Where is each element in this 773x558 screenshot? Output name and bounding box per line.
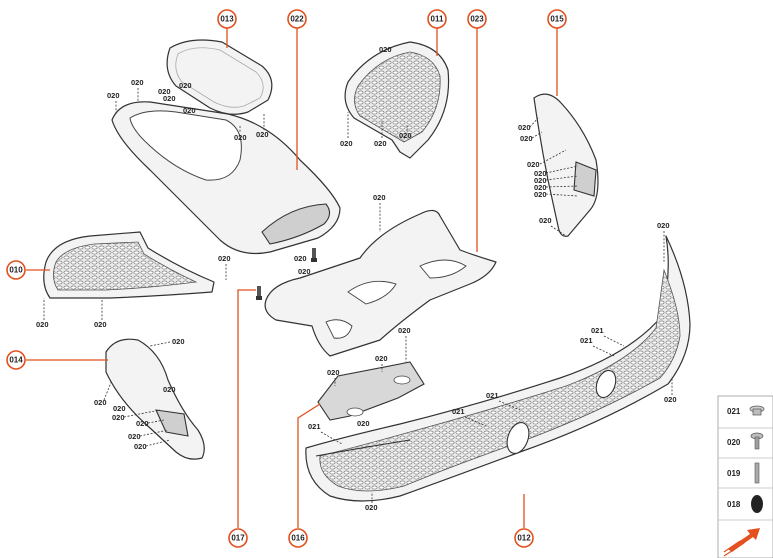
foam-pad-icon bbox=[751, 495, 763, 513]
label-020: 020 bbox=[94, 398, 107, 407]
callout-015: 015 bbox=[547, 9, 567, 29]
label-020: 020 bbox=[398, 326, 411, 335]
label-021: 021 bbox=[580, 336, 593, 345]
label-020: 020 bbox=[107, 91, 120, 100]
part-012-front-bumper bbox=[305, 235, 691, 502]
svg-text:013: 013 bbox=[220, 15, 234, 24]
label-020: 020 bbox=[365, 503, 378, 512]
label-020: 020 bbox=[374, 139, 387, 148]
svg-text:012: 012 bbox=[517, 534, 531, 543]
label-020: 020 bbox=[518, 123, 531, 132]
callout-023: 023 bbox=[467, 9, 487, 29]
part-023-under-tray bbox=[264, 209, 497, 357]
parts-legend: 021 020 019 018 bbox=[717, 395, 773, 558]
callout-016: 016 bbox=[288, 528, 308, 548]
label-021: 021 bbox=[452, 407, 465, 416]
label-020: 020 bbox=[179, 81, 192, 90]
label-021: 021 bbox=[591, 326, 604, 335]
svg-text:015: 015 bbox=[550, 15, 564, 24]
part-013-cover-panel bbox=[166, 39, 273, 115]
label-020: 020 bbox=[294, 254, 307, 263]
part-015-side-duct bbox=[533, 93, 599, 237]
callout-022: 022 bbox=[287, 9, 307, 29]
legend-item-021: 021 bbox=[727, 405, 765, 416]
svg-text:011: 011 bbox=[431, 15, 444, 24]
forward-direction-arrow-icon bbox=[723, 528, 760, 557]
label-020: 020 bbox=[158, 87, 171, 96]
legend-item-020: 020 bbox=[727, 432, 764, 450]
label-020: 020 bbox=[664, 395, 677, 404]
label-020: 020 bbox=[539, 216, 552, 225]
fastener-labels: 020 020 020 020 020 020 020 020 020 020 … bbox=[36, 45, 677, 512]
label-020: 020 bbox=[134, 442, 147, 451]
svg-text:010: 010 bbox=[9, 266, 23, 275]
callout-011: 011 bbox=[427, 9, 447, 29]
legend-item-019: 019 bbox=[727, 462, 760, 484]
label-020: 020 bbox=[234, 133, 247, 142]
svg-text:020: 020 bbox=[727, 438, 741, 447]
label-020: 020 bbox=[256, 130, 269, 139]
fastener-group bbox=[256, 248, 317, 300]
svg-text:016: 016 bbox=[291, 534, 305, 543]
label-020: 020 bbox=[163, 94, 176, 103]
callout-leaders bbox=[26, 28, 558, 528]
svg-text:023: 023 bbox=[470, 15, 484, 24]
label-020: 020 bbox=[136, 419, 149, 428]
label-020: 020 bbox=[172, 337, 185, 346]
screw-icon bbox=[750, 432, 764, 450]
callout-014: 014 bbox=[6, 350, 26, 370]
svg-text:017: 017 bbox=[231, 534, 245, 543]
label-020: 020 bbox=[399, 131, 412, 140]
label-020: 020 bbox=[218, 254, 231, 263]
part-010-left-grille bbox=[43, 231, 215, 299]
svg-text:022: 022 bbox=[290, 15, 304, 24]
callout-012: 012 bbox=[514, 528, 534, 548]
label-020: 020 bbox=[131, 78, 144, 87]
label-021: 021 bbox=[308, 422, 321, 431]
label-020: 020 bbox=[340, 139, 353, 148]
label-020: 020 bbox=[36, 320, 49, 329]
label-020: 020 bbox=[183, 106, 196, 115]
callout-013: 013 bbox=[217, 9, 237, 29]
label-020: 020 bbox=[534, 183, 547, 192]
part-014-left-side-duct bbox=[105, 338, 205, 460]
svg-text:019: 019 bbox=[727, 469, 741, 478]
label-020: 020 bbox=[373, 193, 386, 202]
part-022-hood-scoop bbox=[111, 101, 341, 255]
label-020: 020 bbox=[298, 267, 311, 276]
label-021: 021 bbox=[486, 391, 499, 400]
label-020: 020 bbox=[163, 385, 176, 394]
label-020: 020 bbox=[128, 432, 141, 441]
label-020: 020 bbox=[113, 404, 126, 413]
label-020: 020 bbox=[375, 354, 388, 363]
label-020: 020 bbox=[520, 134, 533, 143]
label-020: 020 bbox=[94, 320, 107, 329]
label-020: 020 bbox=[527, 160, 540, 169]
pin-icon bbox=[754, 462, 760, 484]
label-020: 020 bbox=[534, 190, 547, 199]
svg-text:021: 021 bbox=[727, 407, 741, 416]
label-020: 020 bbox=[534, 169, 547, 178]
label-020: 020 bbox=[379, 45, 392, 54]
callout-017: 017 bbox=[228, 528, 248, 548]
label-020: 020 bbox=[357, 419, 370, 428]
part-011-upper-grille bbox=[344, 41, 450, 159]
legend-item-018: 018 bbox=[727, 495, 763, 513]
callout-010: 010 bbox=[6, 260, 26, 280]
label-020: 020 bbox=[327, 368, 340, 377]
svg-text:018: 018 bbox=[727, 500, 741, 509]
label-020: 020 bbox=[534, 176, 547, 185]
label-020: 020 bbox=[112, 413, 125, 422]
part-016-bracket-plate bbox=[317, 361, 425, 421]
label-020: 020 bbox=[657, 221, 670, 230]
svg-text:014: 014 bbox=[9, 356, 23, 365]
clip-cap-icon bbox=[749, 405, 765, 416]
